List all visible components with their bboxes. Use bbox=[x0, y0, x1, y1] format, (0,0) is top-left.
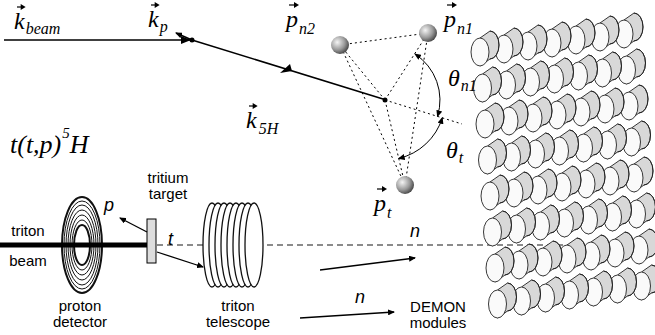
triton-arrow bbox=[157, 252, 203, 267]
vertex bbox=[190, 38, 195, 43]
h5-arrowhead bbox=[280, 64, 292, 73]
symbol-label: t bbox=[168, 230, 173, 248]
symbol-label: p bbox=[160, 19, 168, 35]
triton-beam bbox=[0, 243, 147, 248]
part-label: DEMON modules bbox=[398, 299, 478, 331]
symbol-label: n1 bbox=[457, 21, 473, 37]
symbol-label: θ bbox=[448, 66, 460, 90]
proton-arrow bbox=[120, 218, 147, 232]
symbol-label: n2 bbox=[299, 21, 315, 37]
neutron-sphere bbox=[419, 24, 437, 42]
tritium-target bbox=[147, 219, 156, 263]
part-label: triton beam bbox=[2, 216, 54, 276]
symbol-label: t bbox=[387, 205, 391, 221]
symbol-label: t bbox=[459, 150, 463, 166]
triton-sphere bbox=[396, 176, 414, 194]
symbol-label: k bbox=[246, 108, 257, 132]
part-label: tritium target bbox=[128, 170, 208, 202]
part-label: proton detector bbox=[40, 298, 120, 330]
symbol-label: k bbox=[14, 9, 25, 33]
symbol-label: p bbox=[104, 196, 114, 214]
dotted-triangle bbox=[340, 33, 428, 185]
symbol-label: n bbox=[355, 288, 365, 306]
symbol-label: k bbox=[148, 7, 159, 31]
h5-vector bbox=[192, 40, 383, 99]
neutron-arrow bbox=[300, 312, 394, 318]
extension-line bbox=[385, 100, 462, 124]
symbol-label: p bbox=[374, 191, 386, 215]
symbol-label: 5 bbox=[62, 126, 70, 141]
symbol-label: 5H bbox=[259, 121, 279, 137]
proton-vector bbox=[176, 33, 192, 40]
beam-vector bbox=[4, 39, 190, 41]
symbol-label: H bbox=[70, 132, 89, 158]
angle-arc bbox=[399, 118, 443, 159]
angle-arc bbox=[415, 54, 440, 116]
neutron-sphere bbox=[331, 36, 349, 54]
symbol-label: θ bbox=[446, 138, 458, 162]
vector-arrows bbox=[17, 2, 457, 192]
symbol-label: n bbox=[410, 222, 420, 240]
demon-array bbox=[471, 13, 655, 318]
symbol-label: t(t,p) bbox=[10, 132, 61, 158]
part-label: triton telescope bbox=[196, 298, 280, 330]
symbol-label: beam bbox=[26, 21, 61, 37]
neutron-arrow bbox=[320, 258, 415, 270]
symbol-label: n1 bbox=[461, 78, 477, 94]
symbol-label: p bbox=[444, 7, 456, 31]
triton-telescope bbox=[203, 203, 263, 287]
symbol-label: p bbox=[286, 7, 298, 31]
